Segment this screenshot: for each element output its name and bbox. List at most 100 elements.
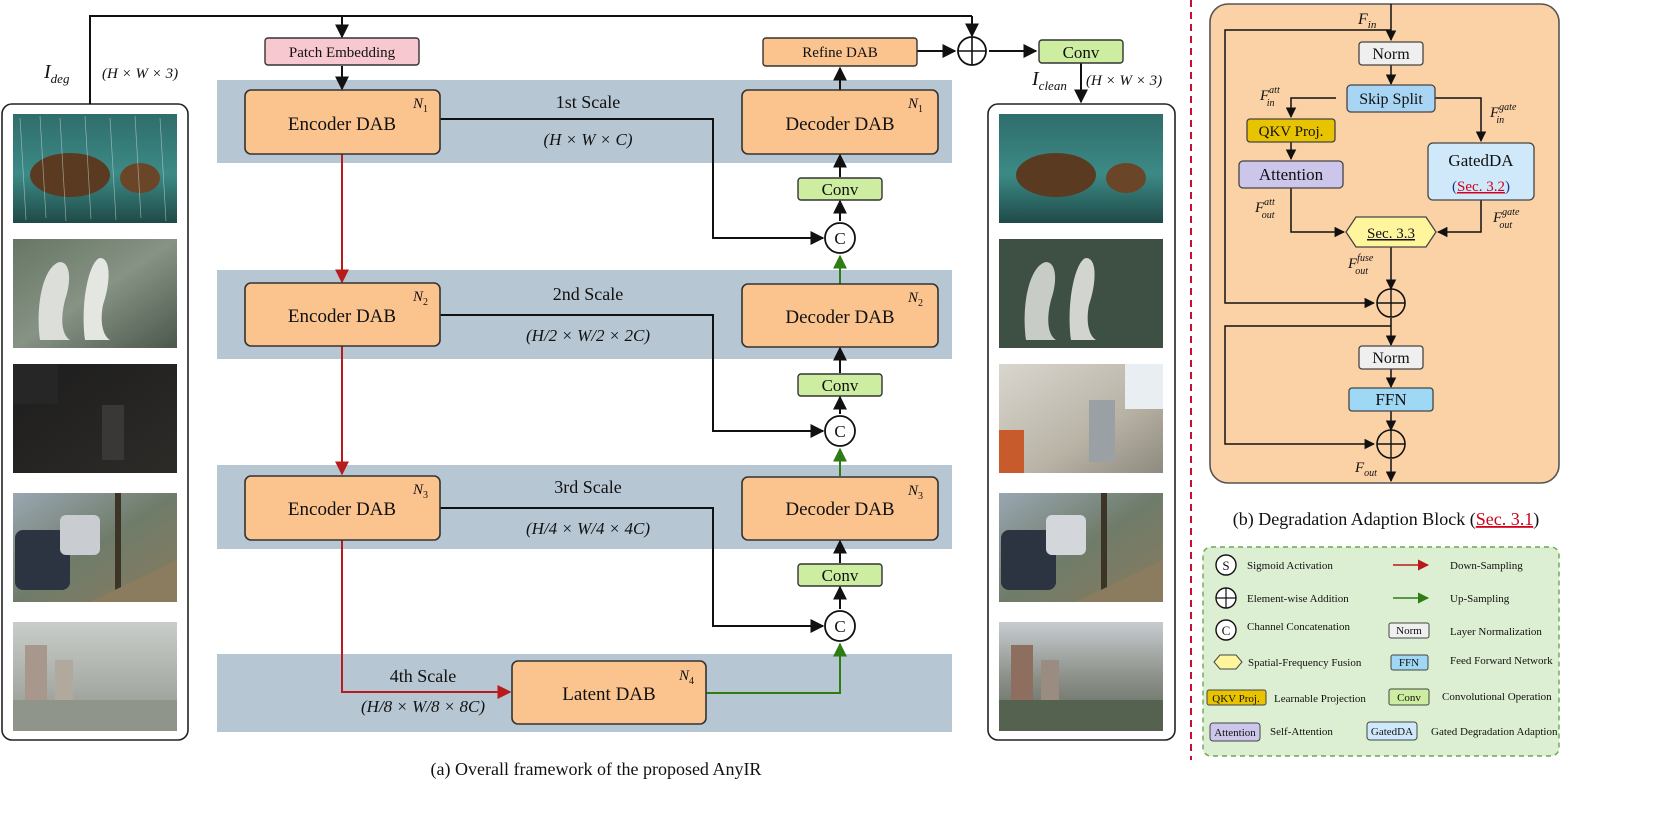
legend-text: Convolutional Operation xyxy=(1442,691,1552,703)
legend-item-ffn: FFN Feed Forward Network xyxy=(1390,654,1553,671)
gated-da-ref: (Sec. 3.2) xyxy=(1452,179,1510,195)
scale-2-title: 2nd Scale xyxy=(553,284,623,304)
input-dims-label: (H × W × 3) xyxy=(102,66,178,82)
refine-dab-label: Refine DAB xyxy=(802,45,877,61)
decoder-dab-label: Decoder DAB xyxy=(785,499,894,520)
legend-item-qkv: QKV Proj. Learnable Projection xyxy=(1206,689,1366,706)
decoder-dab-scale-2: Decoder DAB N2 xyxy=(741,283,939,348)
scale-2-dims: (H/2 × W/2 × 2C) xyxy=(526,326,650,345)
output-image-clean-birds xyxy=(999,239,1163,348)
scale-3-title: 3rd Scale xyxy=(554,477,621,497)
arrow-attention-to-fusion xyxy=(1290,188,1346,238)
encoder-dab-scale-2: Encoder DAB N2 xyxy=(244,282,441,347)
latent-dab: Latent DAB N4 xyxy=(511,660,707,725)
legend-text: Sigmoid Activation xyxy=(1247,560,1333,572)
dab-attention: Attention xyxy=(1238,160,1344,189)
sigmoid-symbol: S xyxy=(1222,558,1229,573)
norm-symbol: Norm xyxy=(1396,625,1422,637)
qkv-label: QKV Proj. xyxy=(1259,124,1324,140)
f-in-label: Fin xyxy=(1357,11,1377,31)
dab-residual-2 xyxy=(1224,325,1391,450)
latent-n-label: N4 xyxy=(678,668,694,687)
qkv-symbol: QKV Proj. xyxy=(1212,693,1260,705)
decoder-n-label: N3 xyxy=(907,483,923,502)
scale-1-title: 1st Scale xyxy=(556,92,621,112)
legend-item-upsample: Up-Sampling xyxy=(1393,592,1510,605)
concat-symbol: C xyxy=(1222,623,1231,638)
legend-text: Element-wise Addition xyxy=(1247,593,1349,605)
upsample-arrow-latent-to-3 xyxy=(706,642,847,694)
output-conv-box: Conv xyxy=(1038,39,1124,64)
refine-dab-box: Refine DAB xyxy=(762,37,918,67)
input-image-low-light-kitchen xyxy=(13,364,177,473)
legend-text: Learnable Projection xyxy=(1274,693,1366,705)
scale-4-title: 4th Scale xyxy=(390,666,456,686)
encoder-dab-label: Encoder DAB xyxy=(288,499,396,520)
encoder-n-label: N1 xyxy=(412,96,428,115)
decoder-conv-2: Conv xyxy=(797,373,883,397)
output-conv-label: Conv xyxy=(1063,43,1100,62)
output-image-sharp-street xyxy=(999,493,1163,602)
legend-item-concat: C Channel Concatenation xyxy=(1215,619,1350,641)
dab-add-node-2 xyxy=(1376,429,1406,459)
ffn-label: FFN xyxy=(1375,390,1406,409)
skip-line-scale-3 xyxy=(440,507,825,633)
decoder-n-label: N1 xyxy=(907,96,923,115)
concat-node-2: C xyxy=(824,415,856,447)
gated-da-label: GatedDA xyxy=(1448,151,1514,170)
conv-label: Conv xyxy=(822,566,859,585)
input-skip-line xyxy=(89,15,972,104)
output-image-clean-bear xyxy=(999,114,1163,223)
encoder-n-label: N3 xyxy=(412,482,428,501)
output-dims-label: (H × W × 3) xyxy=(1086,73,1162,89)
skip-split-label: Skip Split xyxy=(1359,91,1423,108)
skip-line-scale-2 xyxy=(440,314,825,438)
concat-node-1: C xyxy=(824,222,856,254)
scale-4-dims: (H/8 × W/8 × 8C) xyxy=(361,697,485,716)
legend-text: Down-Sampling xyxy=(1450,560,1523,572)
patch-embedding-box: Patch Embedding xyxy=(264,37,420,66)
encoder-n-label: N2 xyxy=(412,289,428,308)
scale-3-dims: (H/4 × W/4 × 4C) xyxy=(526,519,650,538)
conv-label: Conv xyxy=(822,180,859,199)
arrow-split-to-gated xyxy=(1435,97,1487,143)
legend-text: Up-Sampling xyxy=(1450,593,1510,605)
dab-qkv-projection: QKV Proj. xyxy=(1246,118,1336,143)
output-images-frame xyxy=(987,103,1176,741)
decoder-conv-1: Conv xyxy=(797,177,883,201)
encoder-dab-label: Encoder DAB xyxy=(288,114,396,135)
skip-line-scale-1 xyxy=(440,118,825,245)
input-image-hazy-city xyxy=(13,622,177,731)
caption-a: (a) Overall framework of the proposed An… xyxy=(431,759,762,780)
encoder-dab-scale-1: Encoder DAB N1 xyxy=(244,89,441,155)
encoder-dab-label: Encoder DAB xyxy=(288,306,396,327)
attention-symbol: Attention xyxy=(1214,727,1256,739)
legend-text: Feed Forward Network xyxy=(1450,655,1553,667)
decoder-dab-label: Decoder DAB xyxy=(785,114,894,135)
dab-norm-2: Norm xyxy=(1358,345,1424,370)
legend-item-conv: Conv Convolutional Operation xyxy=(1388,688,1552,706)
legend-text: Self-Attention xyxy=(1270,726,1333,738)
legend-item-fusion: Spatial-Frequency Fusion xyxy=(1213,654,1362,670)
top-add-node xyxy=(957,36,987,66)
encoder-dab-scale-3: Encoder DAB N3 xyxy=(244,475,441,541)
ffn-symbol: FFN xyxy=(1399,657,1419,669)
legend-item-downsample: Down-Sampling xyxy=(1393,559,1523,572)
scale-1-dims: (H × W × C) xyxy=(543,130,632,149)
latent-dab-label: Latent DAB xyxy=(562,684,655,705)
concat-node-3: C xyxy=(824,610,856,642)
decoder-conv-3: Conv xyxy=(797,563,883,587)
output-image-clear-city xyxy=(999,622,1163,731)
legend-item-norm: Norm Layer Normalization xyxy=(1388,622,1542,639)
dab-norm-1: Norm xyxy=(1358,41,1424,66)
gated-symbol: GatedDA xyxy=(1371,726,1413,738)
legend-text: Layer Normalization xyxy=(1450,626,1542,638)
arrow-split-to-qkv xyxy=(1285,97,1336,119)
legend-item-gated: GatedDA Gated Degradation Adaption xyxy=(1366,721,1558,741)
input-image-label: Ideg xyxy=(43,61,70,86)
